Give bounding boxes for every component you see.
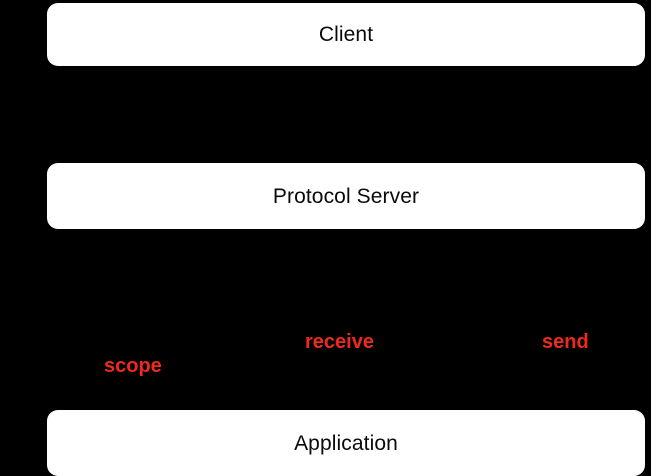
edge-label-scope: scope xyxy=(104,355,162,377)
node-client[interactable]: Client xyxy=(47,3,645,66)
node-application[interactable]: Application xyxy=(47,410,645,476)
connector-server-to-app-receive xyxy=(340,229,352,410)
edge-label-send: send xyxy=(542,331,589,353)
connector-client-to-server xyxy=(340,66,352,163)
node-client-label: Client xyxy=(318,23,374,46)
connector-server-to-app-scope xyxy=(134,229,146,410)
node-application-label: Application xyxy=(294,431,398,455)
edge-label-receive: receive xyxy=(305,331,374,353)
connector-app-to-server-send xyxy=(517,229,529,410)
node-protocol-server-label: Protocol Server xyxy=(272,184,420,208)
node-protocol-server[interactable]: Protocol Server xyxy=(47,163,645,229)
